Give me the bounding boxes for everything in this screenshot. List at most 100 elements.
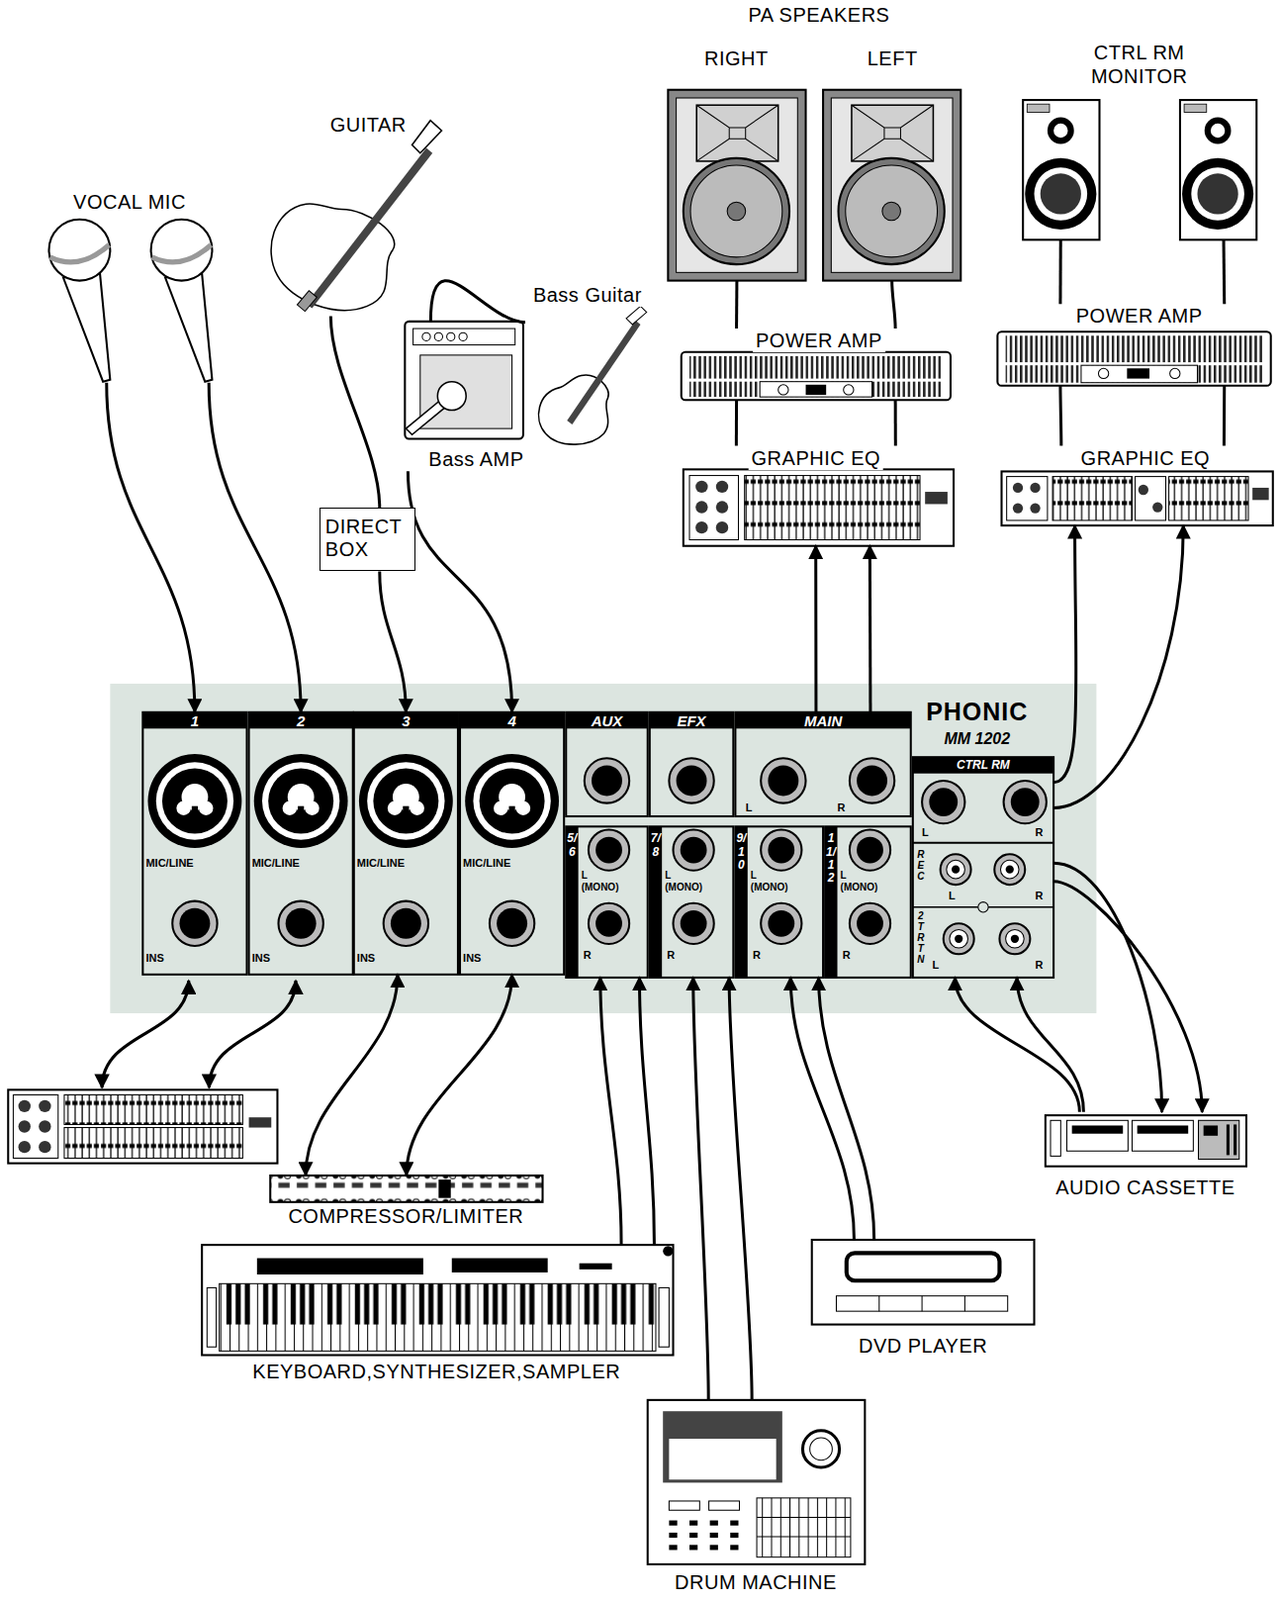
mixer-panel-part	[459, 712, 564, 975]
drum-machine-unit-part	[756, 1497, 851, 1557]
cable-connector	[600, 977, 622, 1245]
vocal-mic-part	[50, 245, 110, 263]
xlr-combo-jack-part	[198, 801, 213, 816]
bass-amp-part	[404, 321, 524, 440]
cable-connector	[1222, 239, 1227, 304]
pa-speaker-cabinet	[667, 90, 806, 281]
graphic-eq-unit-part	[1029, 502, 1040, 513]
phone-jack-part	[595, 910, 623, 937]
jack-label: MIC/LINE	[252, 856, 300, 870]
graphic-eq-unit-part	[695, 500, 708, 513]
dvd-unit-part	[846, 1252, 1001, 1280]
phone-jack-part	[680, 836, 708, 864]
device-label: COMPRESSOR/LIMITER	[284, 1204, 527, 1228]
jack-label: L	[948, 889, 956, 903]
mixer-panel-part	[824, 825, 837, 978]
rca-jack-part	[951, 865, 960, 874]
power-amp: POWER AMP	[997, 303, 1271, 385]
phone-jack-part	[489, 901, 535, 946]
jack-label: R	[583, 948, 592, 962]
graphic-eq-unit-part	[1002, 470, 1274, 526]
strip-number: 11/12	[824, 831, 837, 885]
rca-jack-part	[1000, 859, 1019, 879]
dvd-unit-part	[878, 1295, 880, 1311]
mixer-panel-part	[649, 825, 662, 978]
keyboard-synth-part	[219, 1282, 656, 1324]
keyboard-synth-part	[579, 1263, 613, 1270]
brand-name: PHONIC	[925, 697, 1028, 727]
bass-guitar: Bass Guitar	[525, 281, 653, 446]
compressor-unit	[270, 1175, 543, 1202]
drum-machine-unit-part	[730, 1520, 738, 1526]
jack-label: L (MONO)	[581, 869, 622, 893]
graphic-eq-unit-part	[1029, 482, 1040, 493]
graphic-eq-unit-part	[7, 1089, 277, 1163]
section-header: EFX	[676, 713, 706, 730]
vocal-mic-part	[63, 273, 110, 381]
jack-label: MIC/LINE	[145, 856, 193, 870]
vocal-mic	[151, 219, 213, 382]
channel-strip: 3MIC/LINEINS	[354, 712, 458, 975]
phone-jack-part	[591, 764, 623, 796]
mixer-panel	[109, 683, 1097, 1013]
bass-amp-part	[413, 328, 516, 346]
xlr-combo-jack-part	[372, 768, 439, 834]
graphic-eq: GRAPHIC EQ	[1002, 446, 1274, 526]
mixer-panel-part	[913, 756, 1054, 978]
device-label: DVD PLAYER	[855, 1334, 991, 1358]
phone-jack-part	[496, 908, 528, 939]
mixer-panel-part	[649, 825, 734, 978]
mixer-panel-part	[913, 756, 1054, 774]
bass-amp: Bass AMP	[397, 321, 532, 472]
xlr-combo-jack-part	[282, 801, 297, 816]
xlr-combo-jack-part	[304, 801, 319, 816]
jack-label: R	[1035, 958, 1044, 972]
graphic-eq-unit-part	[716, 500, 729, 513]
cable-connector	[892, 280, 896, 329]
section-label: REC	[915, 848, 926, 882]
phone-jack-part	[673, 828, 715, 870]
device-label: VOCAL MIC	[70, 190, 189, 214]
phone-jack-part	[172, 901, 217, 946]
jack-label: L	[931, 958, 939, 972]
jack-label: L (MONO)	[750, 869, 791, 893]
xlr-combo-jack-part	[359, 753, 454, 848]
phone-jack-part	[179, 908, 210, 939]
dvd-unit-part	[812, 1239, 1035, 1325]
power-amp-unit-part	[806, 384, 827, 395]
xlr-combo-jack-part	[516, 801, 531, 816]
bass-amp-part	[447, 332, 456, 341]
cassette-deck-unit-part	[1233, 1123, 1237, 1155]
rca-section: 2T RTNLR	[913, 908, 1054, 978]
mixer-panel-part	[734, 825, 823, 978]
graphic-eq-unit-part	[38, 1099, 51, 1112]
studio-monitor-part	[1190, 167, 1245, 221]
power-amp-unit-part	[997, 331, 1271, 386]
rca-jack-part	[1005, 865, 1014, 874]
cable-connector	[734, 280, 738, 329]
mixer-panel-part	[565, 825, 578, 978]
xlr-combo-jack-part	[464, 753, 559, 848]
mixer-panel-part	[734, 712, 911, 817]
keyboard-synth	[201, 1244, 673, 1355]
guitar: GUITAR	[267, 111, 444, 316]
graphic-eq-unit-part	[18, 1140, 31, 1153]
insert-cable	[101, 980, 296, 1088]
cassette-deck-unit-part	[1072, 1124, 1124, 1133]
phone-jack-part	[856, 764, 888, 796]
pa-speaker-cabinet-part	[838, 158, 945, 265]
cable-connector	[305, 974, 398, 1176]
phone-jack-part	[760, 828, 802, 870]
xlr-combo-jack-part	[268, 768, 334, 834]
graphic-eq-unit-part	[64, 1127, 243, 1159]
studio-monitor	[1022, 99, 1099, 240]
model-name: MM 1202	[943, 730, 1010, 748]
vocal-mic	[48, 219, 110, 382]
xlr-combo-jack-part	[156, 761, 234, 839]
drum-machine-unit-part	[647, 1399, 866, 1564]
cassette-deck: AUDIO CASSETTE	[1045, 1111, 1247, 1202]
jack-label: R	[842, 948, 851, 962]
power-amp-unit-part	[843, 384, 854, 395]
device-label: LEFT	[864, 47, 921, 71]
